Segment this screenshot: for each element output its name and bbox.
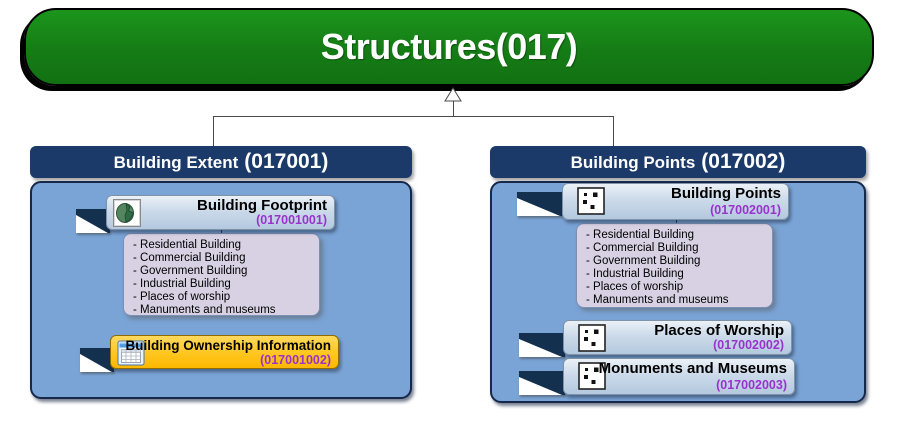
subtype-item: - Manuments and museums: [133, 304, 276, 316]
connector-stem: [453, 101, 454, 116]
points-icon: [578, 362, 606, 390]
feature-building-points: Building Points (017002001): [562, 183, 789, 220]
subtype-item: - Residential Building: [133, 239, 242, 251]
subtype-item: - Commercial Building: [133, 252, 246, 264]
group-title: Building Extent: [113, 153, 239, 172]
feature-monuments-and-museums: Monuments and Museums (017002003): [563, 358, 795, 395]
fold-arrow-icon: [519, 333, 565, 357]
root-node-structures: Structures(017): [24, 8, 874, 86]
subtype-item: - Places of worship: [133, 291, 231, 303]
connector-horizontal: [213, 116, 614, 117]
feature-building-footprint: Building Footprint (017001001): [106, 195, 335, 230]
fold-arrow-icon: [517, 192, 563, 216]
polygon-icon: [113, 199, 141, 227]
feature-code: (017001001): [256, 213, 327, 227]
subtype-item: - Government Building: [133, 265, 248, 277]
points-icon: [578, 324, 606, 352]
feature-title: Building Points: [671, 185, 781, 202]
connector-subtypes-left: [221, 227, 222, 234]
subtype-list-building-footprint: - Residential Building - Commercial Buil…: [123, 233, 320, 316]
points-icon: [577, 187, 605, 215]
subtype-item: - Manuments and museums: [586, 294, 729, 306]
group-header-building-points: Building Points (017002): [490, 146, 866, 178]
fold-arrow-icon: [519, 371, 565, 395]
feature-title: Monuments and Museums: [598, 360, 787, 377]
subtype-item: - Residential Building: [586, 229, 695, 241]
feature-code: (017002003): [716, 378, 787, 392]
group-code: (017002): [701, 150, 786, 173]
feature-title: Building Ownership Information: [125, 338, 332, 353]
connector-drop-right: [613, 116, 614, 146]
feature-places-of-worship: Places of Worship (017002002): [563, 320, 792, 355]
group-title: Building Points: [570, 153, 696, 172]
subtype-item: - Places of worship: [586, 281, 684, 293]
group-header-building-extent: Building Extent (017001): [30, 146, 412, 178]
feature-code: (017001002): [260, 353, 331, 367]
subtype-item: - Industrial Building: [586, 268, 684, 280]
connector-subtypes-right: [676, 217, 677, 224]
subtype-item: - Government Building: [586, 255, 701, 267]
feature-title: Building Footprint: [197, 197, 327, 214]
fold-arrow-icon: [76, 209, 110, 233]
root-title: Structures(017): [320, 26, 578, 67]
generalization-arrow-icon: [444, 87, 462, 102]
feature-building-ownership-information: Building Ownership Information (01700100…: [110, 335, 339, 369]
subtype-item: - Industrial Building: [133, 278, 231, 290]
feature-title: Places of Worship: [654, 322, 784, 339]
table-icon: [117, 339, 145, 367]
subtype-item: - Commercial Building: [586, 242, 699, 254]
feature-code: (017002002): [713, 338, 784, 352]
subtype-list-building-points: - Residential Building - Commercial Buil…: [576, 223, 773, 308]
fold-arrow-icon: [80, 348, 114, 372]
feature-code: (017002001): [710, 203, 781, 217]
connector-drop-left: [213, 116, 214, 146]
group-code: (017001): [244, 150, 329, 173]
